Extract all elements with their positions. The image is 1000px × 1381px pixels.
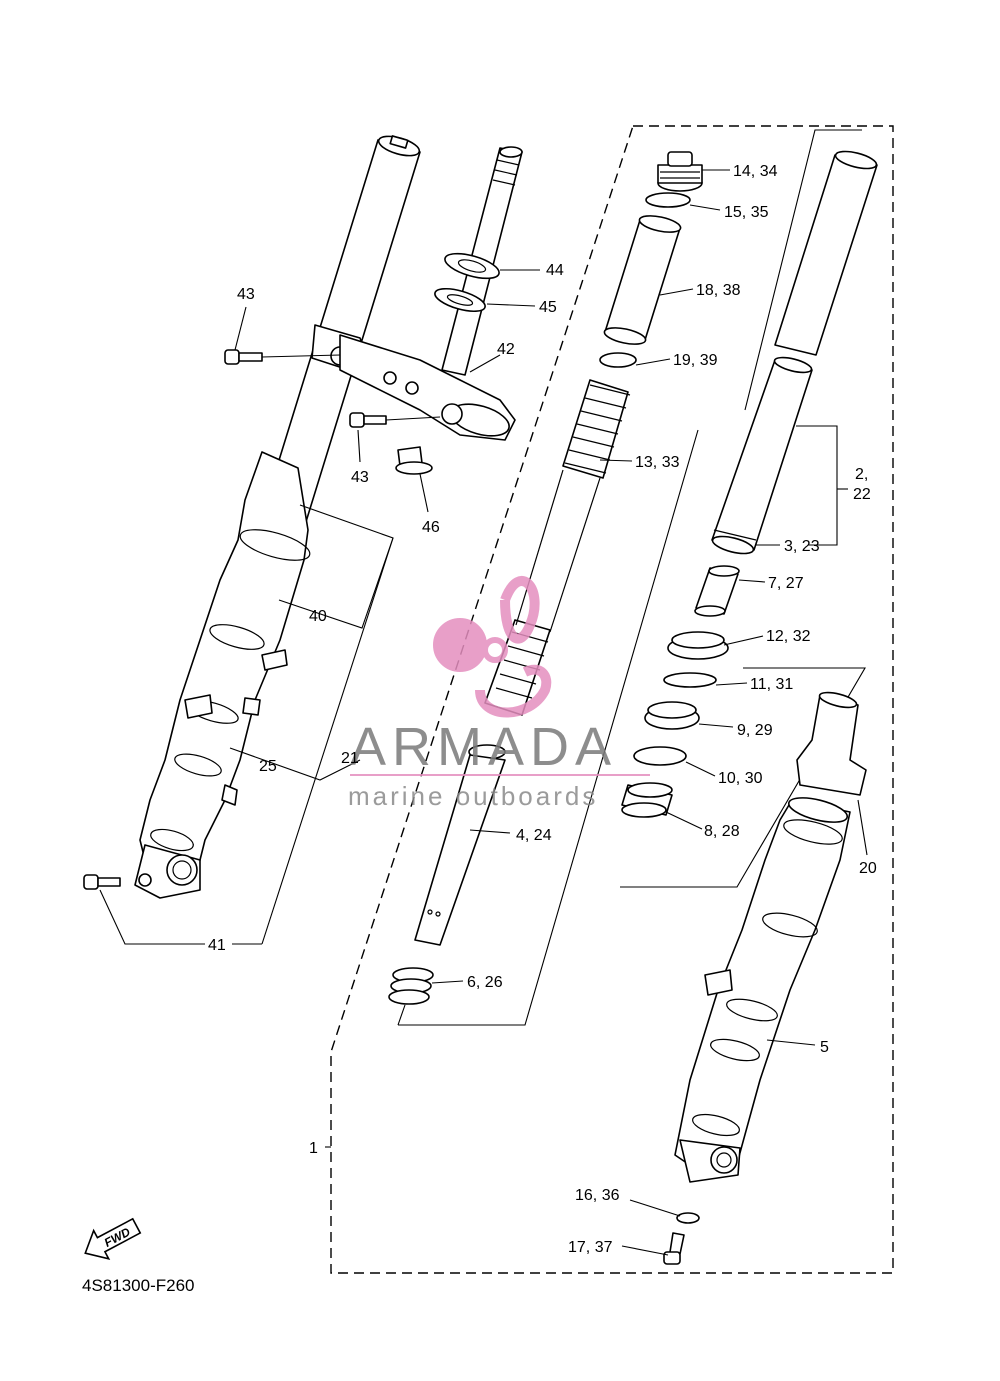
washer-16-36 <box>676 1212 700 1224</box>
label-11-31: 11, 31 <box>750 676 793 693</box>
label-21: 21 <box>341 750 359 767</box>
spacer-18-38 <box>603 215 682 345</box>
bracket-20 <box>796 691 867 796</box>
under-bracket-assembly <box>339 146 523 475</box>
washer-19-39 <box>599 352 637 368</box>
label-4-24: 4, 24 <box>516 827 552 844</box>
label-2-22-bottom: 22 <box>853 486 871 503</box>
label-13-33: 13, 33 <box>635 454 680 471</box>
spring-6-26 <box>388 967 434 1005</box>
inner-rod-group-line <box>397 429 699 1026</box>
cap-bolt-14-34 <box>657 151 703 192</box>
watermark-brand: ARMADA <box>350 717 617 777</box>
label-46: 46 <box>422 519 440 536</box>
label-18-38: 18, 38 <box>696 282 741 299</box>
oil-seal-9-29 <box>644 701 700 730</box>
label-25: 25 <box>259 758 277 775</box>
bolt-43-left <box>224 349 341 365</box>
label-43-left: 43 <box>237 286 255 303</box>
watermark-tagline: marine outboards <box>348 781 598 811</box>
watermark-logo-icon <box>433 576 552 718</box>
leader-lines <box>99 169 868 1256</box>
assembly-boundary <box>330 125 894 1274</box>
label-9-29: 9, 29 <box>737 722 773 739</box>
label-42: 42 <box>497 341 515 358</box>
fwd-arrow-icon: FWD <box>84 1217 142 1261</box>
diagram-code: 4S81300-F260 <box>82 1276 194 1295</box>
outer-tube-2-22 <box>711 150 878 555</box>
label-6-26: 6, 26 <box>467 974 503 991</box>
label-1: 1 <box>309 1140 318 1157</box>
label-16-36: 16, 36 <box>575 1187 620 1204</box>
label-5: 5 <box>820 1039 829 1056</box>
part-labels: 14, 34 15, 35 18, 38 19, 39 13, 33 44 45… <box>208 163 877 1256</box>
label-7-27: 7, 27 <box>768 575 804 592</box>
label-8-28: 8, 28 <box>704 823 740 840</box>
label-14-34: 14, 34 <box>733 163 778 180</box>
label-45: 45 <box>539 299 557 316</box>
bush-7-27 <box>694 565 740 617</box>
washer-10-30 <box>633 746 687 766</box>
bush-8-28 <box>621 782 673 818</box>
left-fork-assembly <box>134 135 421 899</box>
label-17-37: 17, 37 <box>568 1239 613 1256</box>
label-40: 40 <box>309 608 327 625</box>
label-44: 44 <box>546 262 564 279</box>
label-15-35: 15, 35 <box>724 204 769 221</box>
bolt-41 <box>83 873 152 890</box>
dust-seal-12-32 <box>667 631 729 660</box>
spring-13-33 <box>484 379 631 716</box>
clip-11-31 <box>663 672 717 688</box>
label-2-22-top: 2, <box>855 466 868 483</box>
label-3-23: 3, 23 <box>784 538 820 555</box>
fork-outer-tube-5 <box>674 797 851 1183</box>
bolt-17-37 <box>663 1232 685 1265</box>
watermark: ARMADA marine outboards <box>348 576 650 811</box>
outer-tube-group-line <box>744 129 862 411</box>
bolt-43-center <box>349 412 441 428</box>
label-19-39: 19, 39 <box>673 352 718 369</box>
label-10-30: 10, 30 <box>718 770 763 787</box>
damper-rod-4-24 <box>414 744 506 946</box>
o-ring-15-35 <box>645 192 691 208</box>
label-43-center: 43 <box>351 469 369 486</box>
label-41: 41 <box>208 937 226 954</box>
label-12-32: 12, 32 <box>766 628 811 645</box>
label-20: 20 <box>859 860 877 877</box>
